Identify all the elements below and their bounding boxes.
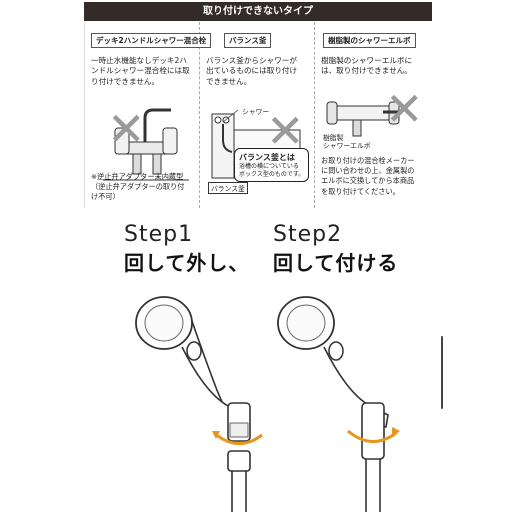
step-instruction: 回して外し、 — [124, 251, 250, 275]
callout-text: 浴槽の横についている ボックス型のものです。 — [239, 163, 305, 178]
panel-title: 樹脂製のシャワーエルボ — [323, 33, 416, 48]
callout-box: バランス釜とは 浴槽の横についている ボックス型のものです。 — [234, 148, 310, 182]
x-mark-icon: ✕ — [107, 102, 146, 156]
incompatible-types-panels: デッキ2ハンドルシャワー混合栓 一時止水機能なしデッキ2ハ ンドルシャワー混合栓… — [84, 22, 431, 208]
step-number: Step1 — [124, 222, 194, 247]
showerhead-icon — [135, 296, 263, 512]
balance-boiler-label: バランス釜 — [208, 182, 248, 194]
callout-title: バランス釜とは — [239, 153, 295, 162]
panel-description: バランス釜からシャワーが 出ているものには取り付け できません。 — [206, 56, 298, 86]
shower-label: シャワー — [242, 108, 270, 116]
panel-note: ※逆止弁アダプター未内蔵型 （逆止弁アダプターの取り付 け不可） — [91, 172, 185, 201]
panel-deck-faucet: デッキ2ハンドルシャワー混合栓 一時止水機能なしデッキ2ハ ンドルシャワー混合栓… — [85, 22, 212, 208]
panel-balance-boiler: バランス釜 バランス釜からシャワーが 出ているものには取り付け できません。 シ… — [200, 22, 315, 208]
panel-note: お取り付けの混合栓メーカー に問い合わせの上、金属製の エルボに交換してから本商… — [321, 156, 415, 196]
x-mark-icon: ✕ — [266, 104, 305, 158]
panel-description: 一時止水機能なしデッキ2ハ ンドルシャワー混合栓には取 り付けできません。 — [91, 56, 190, 86]
step-instruction: 回して付ける — [273, 251, 399, 275]
step-number: Step2 — [273, 222, 343, 247]
panel-resin-elbow: 樹脂製のシャワーエルボ 樹脂製のシャワーエルボに は、取り付けできません。 ✕ … — [315, 22, 430, 208]
wall-faucet-illustration — [326, 101, 401, 137]
banner-title: 取り付けできないタイプ — [84, 2, 432, 21]
deck-faucet-illustration — [103, 108, 189, 181]
panel-description: 樹脂製のシャワーエルボに は、取り付けできません。 — [321, 56, 413, 76]
elbow-label: 樹脂製 シャワーエルボ — [323, 134, 371, 150]
x-mark-icon: ✕ — [385, 82, 424, 136]
step2-block: Step2 回して付ける — [273, 222, 398, 276]
scrollbar[interactable] — [441, 336, 443, 409]
panel-title: デッキ2ハンドルシャワー混合栓 — [91, 33, 212, 48]
showerhead-icon — [277, 296, 400, 512]
panel-title: バランス釜 — [224, 33, 272, 48]
step1-block: Step1 回して外し、 — [124, 222, 249, 276]
